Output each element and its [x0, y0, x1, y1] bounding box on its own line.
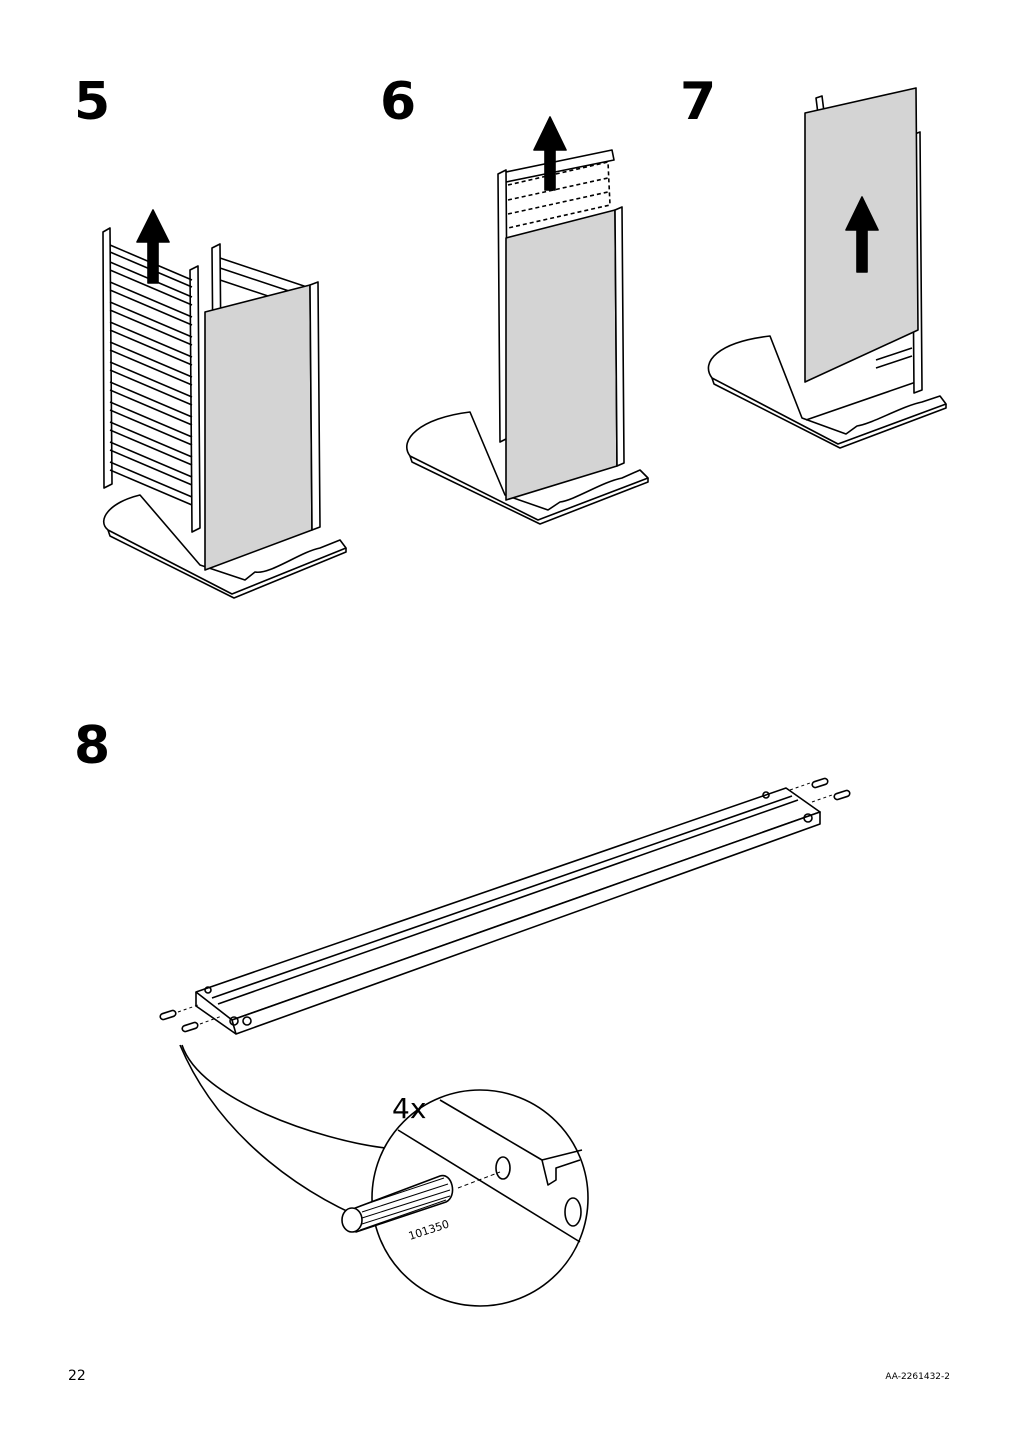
document-code: AA-2261432-2	[885, 1372, 950, 1382]
step-7-illustration	[707, 87, 947, 449]
page-number: 22	[68, 1368, 86, 1384]
dowel-pins	[159, 777, 851, 1033]
step-8-number: 8	[74, 716, 111, 776]
callout-circle	[371, 1089, 589, 1307]
step-6-illustration	[406, 116, 649, 525]
callout-leader	[181, 1044, 386, 1149]
step-7-number: 7	[680, 72, 717, 132]
step-8-illustration	[159, 777, 851, 1307]
quantity-label: 4x	[392, 1092, 427, 1125]
step-6-number: 6	[380, 72, 417, 132]
step-5-illustration	[102, 209, 347, 599]
step-5-number: 5	[74, 72, 111, 132]
rail-board	[195, 787, 821, 1035]
dowel-closeup	[341, 1171, 501, 1233]
